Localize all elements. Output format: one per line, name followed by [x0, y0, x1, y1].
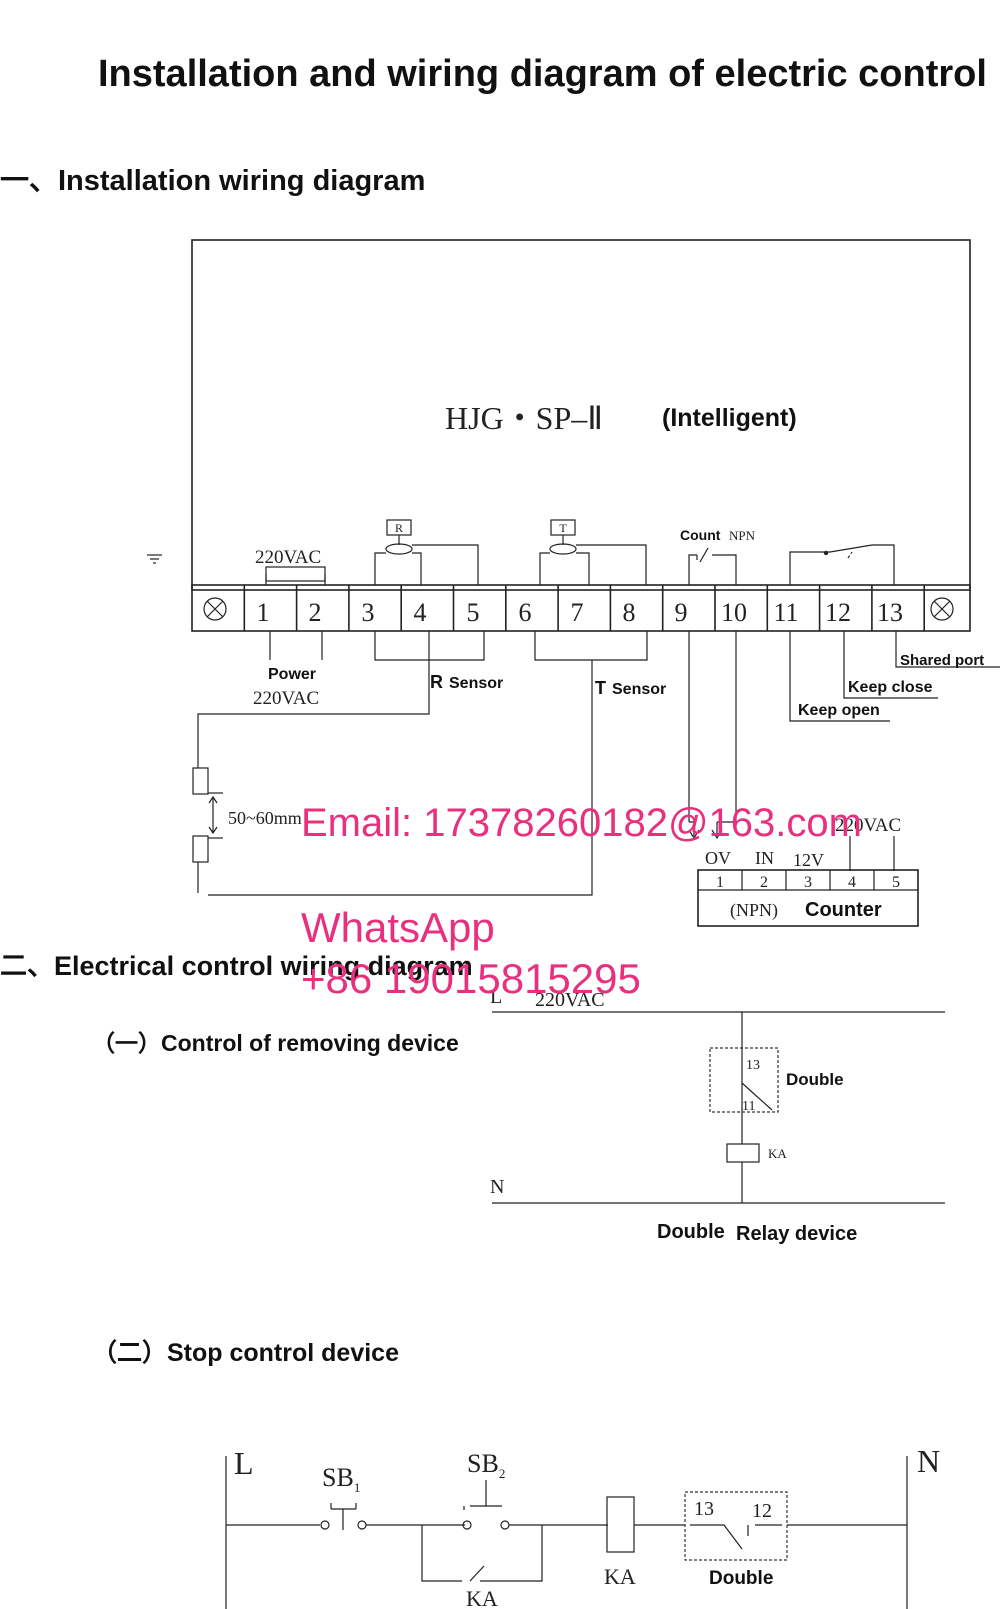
terminal-7: 7: [571, 598, 584, 627]
sub2-line-n: N: [917, 1443, 940, 1479]
sub1-double: Double: [786, 1070, 844, 1089]
counter-terminal-4: 4: [848, 874, 856, 891]
sub2-double-box: [684, 1491, 788, 1561]
sub2-heading: （二）Stop control device: [92, 1338, 399, 1367]
controller-box: [191, 239, 971, 591]
t-relay-symbol: T: [539, 519, 647, 585]
watermark-email: Email: 17378260182@163.com: [301, 801, 862, 845]
ground-icon: [147, 554, 162, 564]
sub2-contact-13: 13: [694, 1498, 714, 1520]
keep-close-label: Keep close: [848, 679, 933, 696]
device-suffix: (Intelligent): [662, 404, 797, 432]
ka-coil-label: KA: [604, 1564, 636, 1589]
supply-label-internal: 220VAC: [255, 547, 321, 568]
terminal-9: 9: [675, 598, 688, 627]
ka-contact-label: KA: [466, 1586, 498, 1609]
counter-label-12v: 12V: [793, 850, 824, 870]
terminal-10: 10: [721, 598, 747, 627]
screw-left-icon: [203, 597, 227, 621]
sub1-double-box: [709, 1047, 779, 1113]
r-relay-symbol: R: [374, 519, 479, 585]
supply-element: [265, 566, 326, 582]
counter-type: (NPN): [730, 900, 778, 921]
sensor-r-body: [192, 767, 209, 795]
relay-contact: [789, 544, 895, 585]
r-sensor-letter: R: [430, 672, 443, 692]
shared-port-label: Shared port: [900, 652, 984, 669]
counter-label-ov: OV: [705, 848, 731, 868]
terminal-2: 2: [309, 598, 322, 627]
count-contact: [688, 547, 737, 585]
terminal-8: 8: [623, 598, 636, 627]
sub2-double: Double: [709, 1568, 773, 1589]
counter-terminal-1: 1: [716, 874, 724, 891]
watermark-phone: +86 19015815295: [301, 955, 641, 1002]
watermark-whatsapp: WhatsApp: [301, 904, 495, 951]
sub1-ka: KA: [768, 1146, 787, 1161]
counter-terminal-2: 2: [760, 874, 768, 891]
sub1-contact-11: 11: [742, 1099, 755, 1114]
page-title: Installation and wiring diagram of elect…: [98, 53, 987, 95]
r-sensor-word: Sensor: [449, 675, 503, 692]
terminal-11: 11: [773, 598, 798, 627]
svg-text:T: T: [559, 521, 567, 535]
sb1-label: SB1: [322, 1463, 360, 1495]
sub1-supply: 220VAC: [535, 989, 605, 1011]
distance-label: 50~60mm: [228, 808, 302, 828]
screw-right-icon: [930, 597, 954, 621]
ka-hold-contact: [421, 1525, 543, 1582]
sub1-line-n: N: [490, 1176, 504, 1198]
count-label: Count: [680, 527, 721, 543]
sub1-caption-b: Relay device: [736, 1223, 857, 1245]
svg-text:R: R: [395, 521, 403, 535]
keep-open-label: Keep open: [798, 702, 880, 719]
sub2-line-l: L: [234, 1445, 254, 1481]
sub1-ka-coil: [726, 1143, 760, 1163]
terminal-6: 6: [519, 598, 532, 627]
counter-supply: 220VAC: [835, 815, 901, 836]
ka-coil: [606, 1496, 635, 1553]
sub1-heading: （一）Control of removing device: [92, 1030, 459, 1056]
t-sensor-letter: T: [595, 678, 606, 698]
terminal-1: 1: [257, 598, 270, 627]
section2-heading: 二、Electrical control wiring diagram: [0, 951, 473, 981]
terminal-strip: [191, 584, 971, 632]
terminal-12: 12: [825, 598, 851, 627]
terminal-3: 3: [362, 598, 375, 627]
sb2-label: SB2: [467, 1449, 505, 1481]
t-sensor-word: Sensor: [612, 681, 666, 698]
counter-terminal-5: 5: [892, 874, 900, 891]
sub1-caption-a: Double: [657, 1221, 725, 1243]
terminal-4: 4: [414, 598, 427, 627]
counter-terminal-3: 3: [804, 874, 812, 891]
power-label: Power: [268, 666, 316, 683]
counter-name: Counter: [805, 899, 882, 921]
sensor-t-body: [192, 835, 209, 863]
device-model: HJG・SP–Ⅱ: [445, 400, 603, 436]
sb1-button-icon: [320, 1503, 367, 1530]
terminal-5: 5: [467, 598, 480, 627]
sub2-contact-12: 12: [752, 1500, 772, 1522]
npn-label: NPN: [729, 528, 756, 543]
counter-box: [697, 869, 919, 927]
power-voltage: 220VAC: [253, 688, 319, 709]
sub1-line-l: L: [490, 986, 502, 1008]
sb2-button-icon: [462, 1480, 510, 1530]
terminal-13: 13: [877, 598, 903, 627]
counter-label-in: IN: [755, 848, 774, 868]
sub1-contact-13: 13: [746, 1058, 760, 1073]
section1-heading: 一、Installation wiring diagram: [0, 165, 425, 197]
